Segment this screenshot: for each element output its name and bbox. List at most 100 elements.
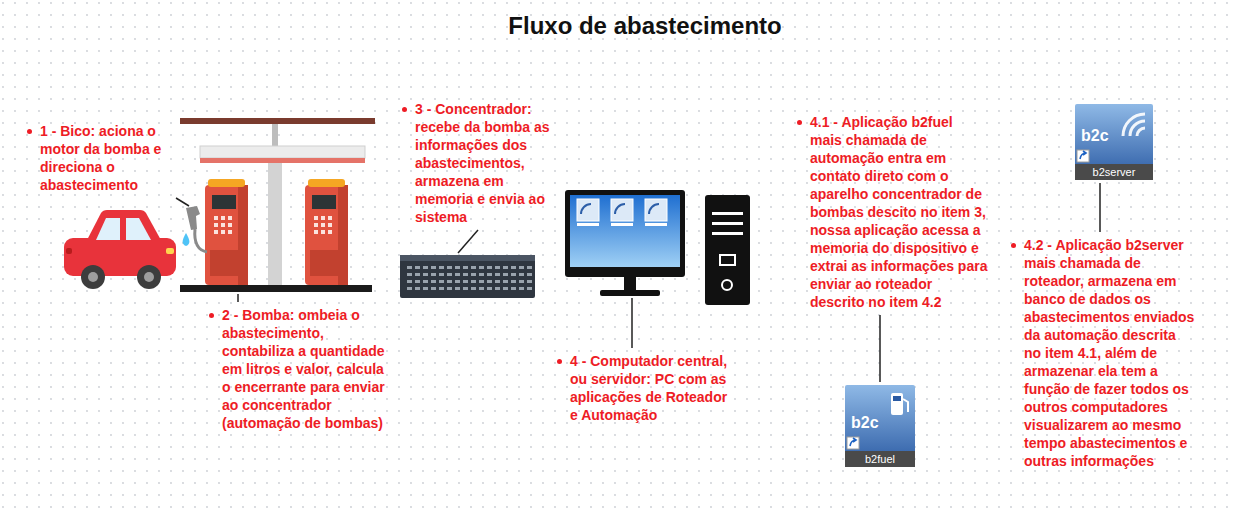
- device-ports: [503, 273, 508, 276]
- fuel-pump: [221, 230, 225, 234]
- device-ports: [479, 287, 484, 290]
- icon-caption: b2fuel: [845, 452, 915, 466]
- car-figure: [66, 248, 72, 254]
- device-ports: [479, 273, 484, 276]
- fuel-pump: [221, 223, 225, 227]
- fuel-pump: [208, 179, 245, 187]
- device-ports: [503, 266, 508, 269]
- device-ports: [423, 273, 428, 276]
- device-ports: [527, 280, 532, 283]
- step-note: 4.1 - Aplicação b2fuel mais chamada de a…: [810, 113, 988, 311]
- device-ports: [415, 273, 420, 276]
- device-ports: [471, 287, 476, 290]
- icon-logo-text: b2c: [851, 413, 879, 432]
- device-ports: [463, 287, 468, 290]
- device-ports: [463, 273, 468, 276]
- device-ports: [527, 266, 532, 269]
- computer-figure: [712, 212, 743, 215]
- step-note: 4.2 - Aplicação b2server mais chamada de…: [1024, 236, 1196, 470]
- device-ports: [439, 280, 444, 283]
- icon-art: [1130, 121, 1145, 136]
- fuel-pump: [321, 223, 325, 227]
- device-ports: [447, 266, 452, 269]
- fuel-pump: [305, 179, 348, 285]
- device-ports: [447, 273, 452, 276]
- device-ports: [447, 287, 452, 290]
- device-ports: [407, 266, 532, 290]
- fuel-pump: [314, 223, 318, 227]
- leader-line: [879, 315, 881, 382]
- car-figure: [137, 265, 161, 289]
- car-figure: [86, 210, 162, 242]
- fuel-pump: [321, 230, 325, 234]
- icon-art: [1123, 114, 1145, 136]
- device-ports: [423, 266, 428, 269]
- device-ports: [407, 273, 412, 276]
- icon-art: [1075, 104, 1153, 180]
- car-figure: [96, 218, 120, 240]
- device-ports: [439, 266, 444, 269]
- fuel-pump: [328, 230, 332, 234]
- device-ports: [503, 280, 508, 283]
- car-figure: [64, 210, 176, 289]
- car-figure: [126, 218, 151, 240]
- step-note: 1 - Bico: aciona o motor da bomba e dire…: [40, 122, 190, 194]
- car-figure: [81, 265, 105, 289]
- leader-line: [631, 298, 633, 348]
- fuel-pump: [228, 223, 232, 227]
- icon-art: [893, 396, 901, 401]
- device-ports: [439, 287, 444, 290]
- device-ports: [463, 266, 468, 269]
- icon-art: [1137, 128, 1145, 136]
- device-ports: [487, 287, 492, 290]
- icon-caption: b2server: [1075, 165, 1153, 179]
- gas-station-figure: [268, 163, 282, 285]
- device-ports: [487, 280, 492, 283]
- car-figure: [144, 272, 154, 282]
- computer-figure: [720, 255, 735, 265]
- device-ports: [455, 273, 460, 276]
- device-ports: [527, 273, 532, 276]
- desktop-icon: [581, 204, 591, 214]
- device-ports: [479, 266, 484, 269]
- device-ports: [495, 273, 500, 276]
- app-icon: b2cb2server: [1075, 104, 1153, 180]
- desktop-icon: [645, 223, 667, 226]
- device-ports: [511, 280, 516, 283]
- fuel-pump: [314, 230, 318, 234]
- device-ports: [479, 280, 484, 283]
- car-figure: [64, 238, 176, 276]
- fuel-pump: [228, 230, 232, 234]
- step-note: 2 - Bomba: ombeia o abastecimento, conta…: [222, 306, 390, 432]
- computer-figure: [705, 195, 750, 305]
- device-ports: [471, 280, 476, 283]
- step-note: 4 - Computador central, ou servidor: PC …: [570, 352, 735, 424]
- icon-art: [845, 385, 915, 467]
- fuel-pump: [205, 179, 248, 285]
- device-ports: [423, 280, 428, 283]
- gas-station-figure: [180, 118, 375, 292]
- fuel-pump: [205, 179, 348, 285]
- device-ports: [447, 280, 452, 283]
- fuel-pump: [205, 185, 248, 285]
- desktop-icon: [615, 204, 625, 214]
- gas-station-figure: [183, 233, 190, 246]
- fuel-pump: [312, 195, 336, 209]
- fuel-pump: [238, 185, 248, 285]
- desktop-icon: [649, 204, 659, 214]
- desktop-icon: [611, 199, 633, 221]
- device-ports: [519, 273, 524, 276]
- gas-station-figure: [272, 124, 278, 146]
- fuel-pump: [212, 195, 236, 209]
- device-ports: [471, 266, 476, 269]
- device-ports: [455, 266, 460, 269]
- device-ports: [463, 280, 468, 283]
- gas-station-figure: [200, 146, 365, 158]
- fuel-pump: [214, 230, 218, 234]
- fuel-pump: [328, 216, 332, 220]
- device-ports: [487, 266, 492, 269]
- device-ports: [407, 280, 412, 283]
- device-ports: [423, 287, 428, 290]
